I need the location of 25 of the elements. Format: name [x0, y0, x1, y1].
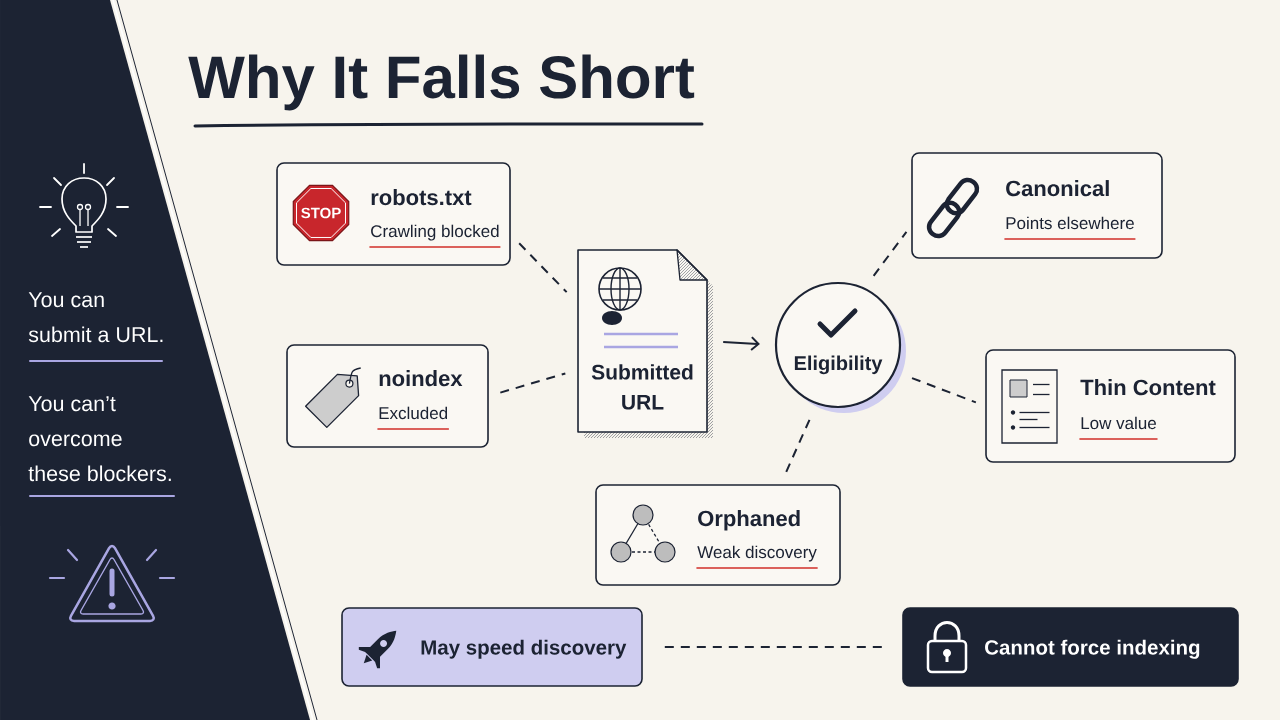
card-title: noindex: [379, 370, 463, 387]
panel-text: You can submit a URL.: [28, 292, 163, 343]
title: Why It Falls Short: [188, 54, 695, 111]
dashed-line: [872, 230, 908, 277]
card-title: Canonical: [1006, 180, 1109, 197]
document: Submitted URL: [591, 249, 708, 410]
card-title: Orphaned: [698, 510, 800, 531]
summary-box: May speed discovery: [341, 607, 643, 687]
dashed-line: [499, 372, 567, 394]
card-subtitle: Low value: [1081, 416, 1156, 430]
arrow: [722, 336, 760, 352]
dashed-line: [518, 242, 568, 294]
document: [577, 249, 708, 433]
summary-box: Cannot force indexing: [902, 607, 1239, 687]
dashed-line: [663, 646, 884, 648]
card-subtitle: Weak discovery: [697, 545, 817, 562]
circle-node: Eligibility: [774, 281, 906, 413]
stop-sign: STOP: [292, 184, 350, 242]
card-subtitle: Crawling blocked: [371, 224, 499, 241]
card-subtitle: Excluded: [379, 406, 448, 420]
dashed-line: [911, 377, 977, 404]
card-subtitle: Points elsewhere: [1006, 216, 1134, 230]
card-title: robots.txt: [371, 189, 472, 206]
panel-text: You can’t overcome these blockers.: [28, 396, 171, 482]
card-title: Thin Content: [1080, 379, 1216, 396]
